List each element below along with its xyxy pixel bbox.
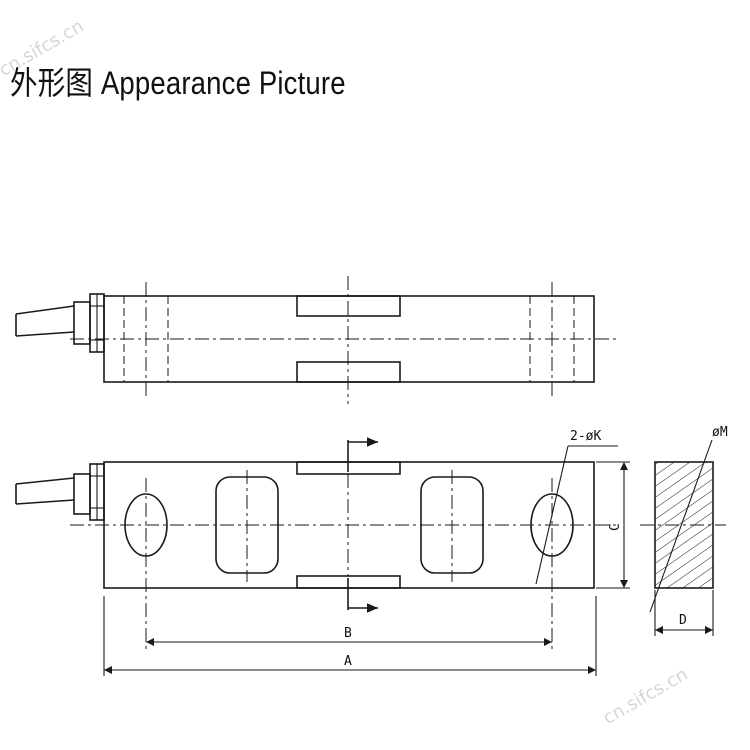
dim-b-label: B [344,626,352,641]
page-title: 外形图 Appearance Picture [10,58,346,104]
top-view [15,276,620,404]
front-view: 2-øK C [15,429,630,650]
dim-a-line [103,596,597,676]
top-cable [15,305,75,337]
dim-c-label: C [608,523,623,531]
front-cable-gland [73,463,105,521]
front-cable [15,477,75,505]
section-line [347,437,378,613]
holes-label: 2-øK [570,429,601,444]
top-cable-gland [73,293,105,353]
section-dia-label: øM [712,425,728,440]
top-centerlines [70,276,620,404]
title-cn: 外形图 [10,65,94,101]
front-centerlines [70,470,620,650]
dim-d-label: D [679,613,687,628]
dim-a-label: A [344,654,352,669]
dim-b-line [146,638,552,646]
title-en: Appearance Picture [100,65,346,101]
hole-leader [535,445,618,585]
section-view: øM D [640,425,728,636]
dim-c-line [596,461,630,589]
